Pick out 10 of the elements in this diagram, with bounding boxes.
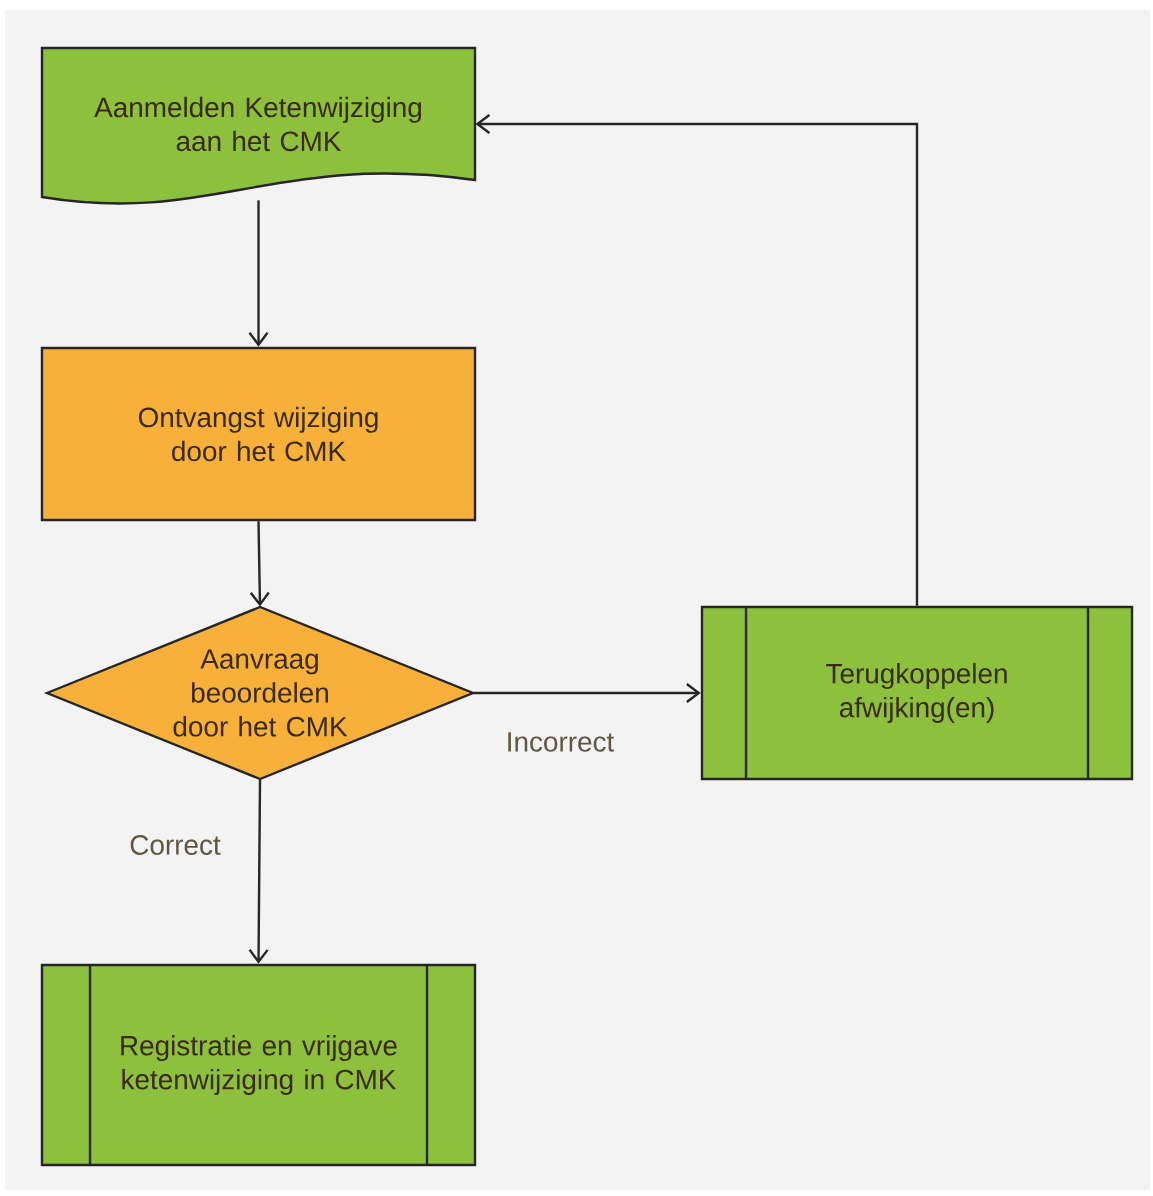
process-box: Ontvangst wijziging door het CMK (40, 346, 477, 522)
arrow (248, 779, 269, 964)
arrow (248, 200, 269, 347)
arrow (249, 521, 270, 607)
subprocess-box: Registratie en vrijgave ketenwijziging in CMK (40, 963, 477, 1167)
edge-label: Correct (130, 835, 221, 855)
arrow (473, 683, 701, 703)
edge-label: Incorrect (508, 732, 615, 752)
subprocess-box: Terugkoppelen afwijking(en) (700, 605, 1134, 781)
arrow (475, 114, 919, 606)
